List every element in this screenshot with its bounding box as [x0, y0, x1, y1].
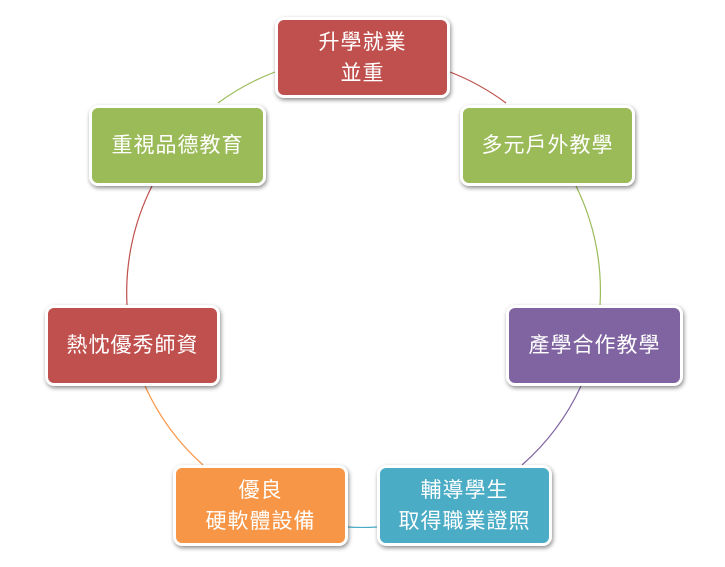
connector-arc	[217, 71, 276, 104]
node-outdoor-teaching: 多元戶外教學	[460, 105, 635, 186]
connector-arc	[521, 385, 582, 466]
node-label-line: 升學就業	[318, 29, 407, 54]
connector-arc	[449, 71, 507, 104]
node-teachers: 熱忱優秀師資	[45, 305, 220, 386]
node-equipment: 優良 硬軟體設備	[173, 465, 348, 546]
connector-arc	[575, 185, 602, 306]
node-industry-cooperation: 產學合作教學	[506, 305, 683, 386]
node-label-line: 硬軟體設備	[205, 508, 316, 533]
node-label-line: 並重	[340, 60, 385, 85]
node-label-line: 優良	[238, 477, 283, 502]
node-label-line: 熱忱優秀師資	[66, 333, 199, 357]
connector-arc	[144, 385, 204, 466]
node-certification-guidance: 輔導學生 取得職業證照	[377, 465, 552, 546]
node-employment-and-further-study: 升學就業 並重	[275, 17, 450, 98]
node-label-line: 產學合作教學	[528, 333, 661, 357]
node-label-line: 取得職業證照	[398, 508, 531, 533]
node-label-line: 多元戶外教學	[481, 133, 614, 157]
connector-arc	[126, 185, 153, 306]
node-label-line: 輔導學生	[420, 477, 509, 502]
node-label-line: 重視品德教育	[111, 133, 244, 157]
node-moral-education: 重視品德教育	[89, 105, 266, 186]
